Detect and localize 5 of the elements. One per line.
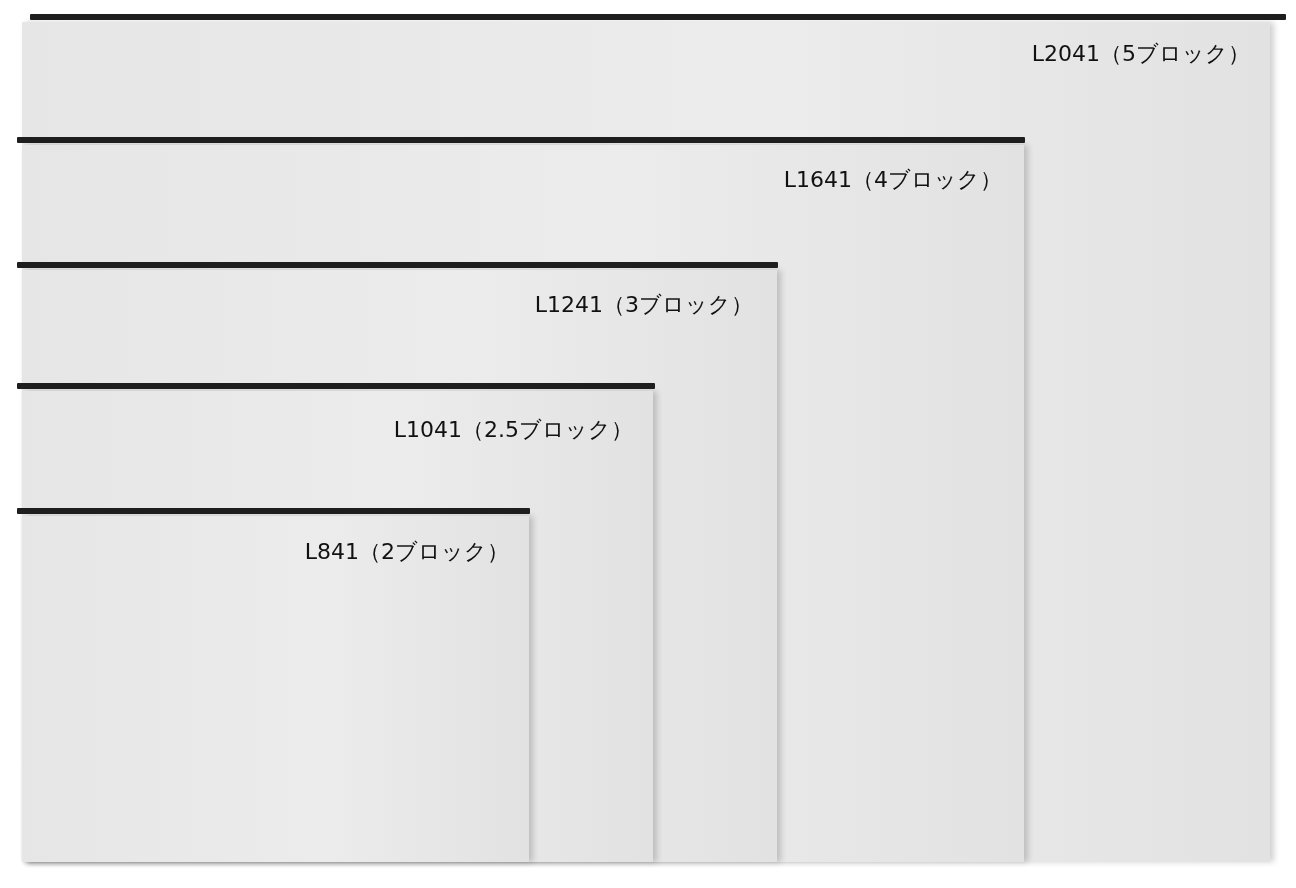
model-label: L1241（3ブロック） xyxy=(534,291,753,319)
model-label: L1041（2.5ブロック） xyxy=(393,416,633,444)
model-label: L2041（5ブロック） xyxy=(1031,40,1250,68)
model-label: L1641（4ブロック） xyxy=(783,166,1002,194)
model-label: L841（2ブロック） xyxy=(304,538,509,566)
